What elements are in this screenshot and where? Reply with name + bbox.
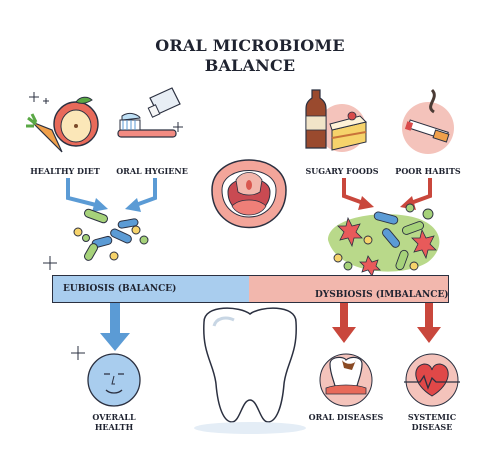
toothpaste-icon: [147, 87, 181, 118]
arrow-hygiene-to-bacteria: [125, 178, 157, 212]
balanced-bacteria-icon: [73, 208, 149, 261]
sparkle-icon: [43, 256, 57, 270]
soda-bottle-icon: [305, 89, 327, 149]
sparkle-icon: [29, 92, 49, 104]
imbalanced-bacteria-icon: [328, 203, 440, 277]
eubiosis-bar: EUBIOSIS (BALANCE): [52, 275, 250, 303]
title-line-2: BALANCE: [204, 56, 296, 75]
oral-hygiene-icon: [117, 87, 183, 138]
label-poor-habits: POOR HABITS: [395, 166, 461, 176]
arrow-to-oral-diseases: [332, 303, 356, 343]
systemic-disease-text: SYSTEMIC DISEASE: [407, 412, 457, 432]
bacteria-icon: [73, 208, 149, 261]
dysbiosis-bar: DYSBIOSIS (IMBALANCE): [249, 275, 449, 303]
sugary-foods-icon: [305, 89, 367, 152]
smile-face-icon: [87, 353, 141, 407]
heart-ecg-icon: [404, 353, 460, 407]
arrow-sugar-to-bacteria: [342, 178, 374, 210]
label-healthy-diet: HEALTHY DIET: [30, 166, 100, 176]
poor-habits-icon: [402, 88, 454, 154]
arrow-diet-to-bacteria: [66, 178, 108, 212]
bacteria-icon: [333, 203, 434, 271]
sparkle-icon: [71, 346, 85, 360]
mouth-icon: [211, 159, 287, 229]
eubiosis-label: EUBIOSIS (BALANCE): [63, 284, 177, 294]
overall-health-text: OVERALL HEALTH: [92, 412, 136, 432]
arrow-to-overall-health: [100, 303, 130, 351]
label-oral-diseases: ORAL DISEASES: [306, 412, 386, 422]
label-overall-health: OVERALL HEALTH: [74, 412, 154, 432]
arrow-to-systemic-disease: [417, 303, 441, 343]
label-oral-hygiene: ORAL HYGIENE: [116, 166, 188, 176]
cigarette-icon: [404, 119, 450, 143]
dysbiosis-label: DYSBIOSIS (IMBALANCE): [315, 290, 449, 300]
toothbrush-icon: [117, 112, 177, 138]
label-sugary-foods: SUGARY FOODS: [305, 166, 379, 176]
decayed-tooth-icon: [319, 353, 373, 407]
oral-diseases-text: ORAL DISEASES: [308, 412, 384, 422]
sparkle-icon: [173, 122, 183, 132]
cake-icon: [329, 111, 367, 151]
healthy-diet-icon: [26, 92, 99, 153]
diagram-title: ORAL MICROBIOME BALANCE: [0, 36, 500, 76]
title-line-1: ORAL MICROBIOME: [155, 36, 345, 55]
tooth-icon: [194, 307, 306, 434]
carrot-icon: [26, 113, 63, 153]
label-systemic-disease: SYSTEMIC DISEASE: [392, 412, 472, 432]
virus-icon: [337, 216, 437, 277]
apple-icon: [53, 96, 99, 147]
